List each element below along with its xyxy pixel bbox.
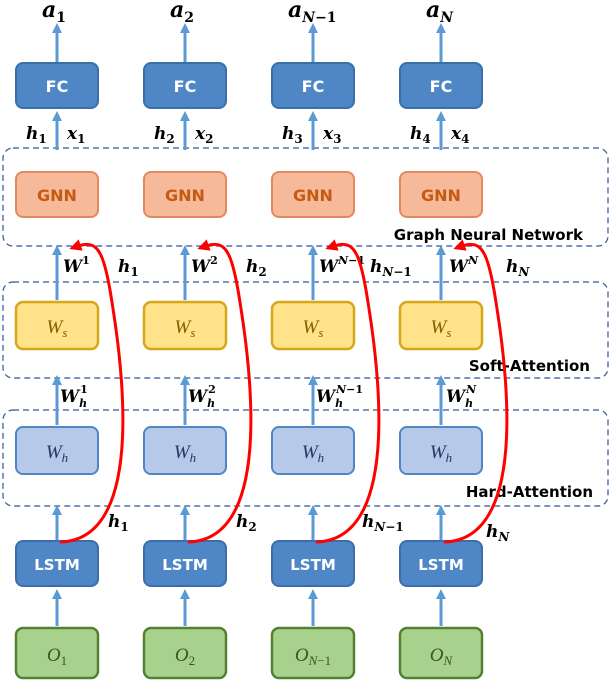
fc-x-input: x2 xyxy=(194,124,214,146)
weight-label: WN xyxy=(449,254,479,277)
fc-label: FC xyxy=(302,77,325,96)
fc-h-input: h2 xyxy=(154,124,175,146)
ws-box xyxy=(270,300,356,351)
ws-label: Ws xyxy=(47,317,68,340)
lstm-box xyxy=(143,540,227,587)
lstm-box xyxy=(271,540,355,587)
gnn-box xyxy=(399,171,483,218)
hidden-state-curve xyxy=(443,239,509,544)
weight-h-curve-label: h2 xyxy=(246,257,267,279)
gnn-label: GNN xyxy=(165,186,205,205)
ws-label: Ws xyxy=(175,317,196,340)
output-label: aN xyxy=(426,0,454,26)
lstm-h-label: h1 xyxy=(108,512,129,534)
gnn-box xyxy=(143,171,227,218)
fc-box xyxy=(399,62,483,109)
fc-box xyxy=(271,62,355,109)
fc-box xyxy=(143,62,227,109)
hidden-state-curve xyxy=(187,239,253,544)
soft-attention-group-box xyxy=(2,281,609,379)
fc-box xyxy=(15,62,99,109)
hard-attention-group-box xyxy=(2,409,609,507)
wh-box xyxy=(15,426,99,475)
lstm-h-label: h2 xyxy=(236,512,257,534)
weight-label: W2 xyxy=(191,254,218,277)
column-1: a1 FC h1 x1 GNN W1 Ws Wh1 Wh LSTM O1 h1 … xyxy=(14,0,139,680)
lstm-label: LSTM xyxy=(418,556,464,574)
fc-x-input: x1 xyxy=(66,124,86,146)
lstm-h-label: hN−1 xyxy=(362,512,404,534)
hidden-state-curve xyxy=(59,239,125,544)
gnn-label: GNN xyxy=(421,186,461,205)
weight-h-label: WhN−1 xyxy=(316,383,363,410)
gnn-group-box xyxy=(2,147,609,247)
hidden-state-curve xyxy=(315,239,381,544)
weight-h-curve-label: hN−1 xyxy=(370,257,412,279)
hard-attention-group-label: Hard-Attention xyxy=(466,483,593,501)
weight-h-label: WhN xyxy=(446,383,477,410)
gnn-group-label: Graph Neural Network xyxy=(394,226,584,244)
wh-box xyxy=(271,426,355,475)
lstm-box xyxy=(15,540,99,587)
observation-box xyxy=(142,626,228,680)
observation-box xyxy=(14,626,100,680)
weight-h-curve-label: hN xyxy=(506,257,530,279)
fc-x-input: x4 xyxy=(450,124,470,146)
ws-box xyxy=(14,300,100,351)
weight-h-curve-label: h1 xyxy=(118,257,139,279)
fc-h-input: h3 xyxy=(282,124,303,146)
output-label: aN−1 xyxy=(288,0,337,26)
lstm-label: LSTM xyxy=(34,556,80,574)
column-4: aN FC h4 x4 GNN WN Ws WhN Wh LSTM ON hN … xyxy=(398,0,530,680)
fc-x-input: x3 xyxy=(322,124,342,146)
output-label: a2 xyxy=(170,0,194,26)
column-2: a2 FC h2 x2 GNN W2 Ws Wh2 Wh LSTM O2 h2 … xyxy=(142,0,267,680)
lstm-label: LSTM xyxy=(290,556,336,574)
ws-label: Ws xyxy=(431,317,452,340)
lstm-label: LSTM xyxy=(162,556,208,574)
weight-h-label: Wh1 xyxy=(60,383,88,410)
gnn-box xyxy=(15,171,99,218)
fc-label: FC xyxy=(174,77,197,96)
wh-box xyxy=(399,426,483,475)
fc-label: FC xyxy=(430,77,453,96)
fc-h-input: h4 xyxy=(410,124,431,146)
ws-label: Ws xyxy=(303,317,324,340)
weight-label: W1 xyxy=(63,254,90,277)
gnn-box xyxy=(271,171,355,218)
gnn-label: GNN xyxy=(293,186,333,205)
ws-box xyxy=(398,300,484,351)
observation-box xyxy=(398,626,484,680)
lstm-h-label: hN xyxy=(486,522,510,544)
wh-box xyxy=(143,426,227,475)
output-label: a1 xyxy=(42,0,66,26)
weight-h-label: Wh2 xyxy=(188,383,216,410)
fc-label: FC xyxy=(46,77,69,96)
observation-box xyxy=(270,626,356,680)
fc-h-input: h1 xyxy=(26,124,47,146)
lstm-box xyxy=(399,540,483,587)
gnn-label: GNN xyxy=(37,186,77,205)
ws-box xyxy=(142,300,228,351)
column-3: aN−1 FC h3 x3 GNN WN−1 Ws WhN−1 Wh LSTM … xyxy=(270,0,412,680)
soft-attention-group-label: Soft-Attention xyxy=(469,357,590,375)
